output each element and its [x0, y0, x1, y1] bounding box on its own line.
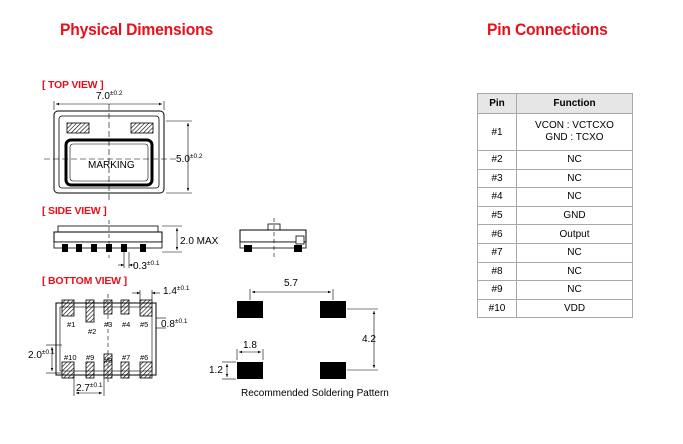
pin-label-2: #2 — [88, 327, 97, 336]
pin-cell: #8 — [477, 261, 517, 282]
pin-cell: #1 — [477, 113, 517, 151]
bottom-view-drawing — [46, 290, 166, 396]
side-pad-height-dimension: 0.3±0.1 — [133, 260, 160, 272]
marking-label: MARKING — [88, 160, 135, 171]
function-cell: NC — [516, 187, 633, 207]
pin-label-1: #1 — [67, 320, 76, 329]
bottom-pad-span-dimension: 2.7±0.1 — [76, 382, 103, 394]
soldering-pattern-drawing — [222, 289, 378, 380]
pin-label-10: #10 — [64, 353, 77, 362]
pin-table: Pin Function #1 VCON : VCTCXO GND : TCXO… — [477, 93, 633, 319]
pin-label-9: #9 — [86, 353, 95, 362]
function-cell: NC — [516, 242, 633, 263]
bottom-pad-width-dimension: 0.8±0.1 — [161, 318, 188, 330]
function-cell: GND — [516, 205, 633, 226]
physical-dimensions-heading: Physical Dimensions — [60, 20, 213, 39]
pin-label-4: #4 — [122, 320, 131, 329]
pin-cell: #4 — [477, 187, 517, 207]
solder-pad-height-dimension: 1.2 — [209, 365, 223, 376]
function-cell: NC — [516, 280, 633, 300]
function-cell: NC — [516, 168, 633, 189]
pin-cell: #2 — [477, 150, 517, 170]
side-max-height-dimension: 2.0 MAX — [180, 236, 219, 247]
pin-cell: #7 — [477, 242, 517, 263]
pin-cell: #10 — [477, 298, 517, 319]
pin-label-3: #3 — [104, 320, 113, 329]
function-cell: NC — [516, 150, 633, 170]
function-cell: VDD — [516, 298, 633, 319]
function-line-a: VCON : VCTCXO — [535, 120, 614, 131]
pin-cell: #5 — [477, 205, 517, 226]
top-height-dimension: 5.0±0.2 — [176, 153, 203, 165]
bottom-view-label: [ BOTTOM VIEW ] — [42, 275, 127, 287]
side-view-drawing — [53, 220, 182, 268]
top-view-drawing — [44, 101, 192, 200]
side-view-label: [ SIDE VIEW ] — [42, 205, 107, 217]
pin-label-8: #8 — [104, 356, 113, 365]
solder-width-dimension: 5.7 — [284, 278, 298, 289]
bottom-pad-pitch-dimension: 1.4±0.1 — [163, 285, 190, 297]
function-line-b: GND : TCXO — [545, 132, 604, 143]
pin-label-6: #6 — [140, 353, 149, 362]
function-cell: NC — [516, 261, 633, 282]
function-header: Function — [516, 93, 633, 114]
bottom-pad-length-dimension: 2.0±0.1 — [28, 349, 55, 361]
soldering-caption: Recommended Soldering Pattern — [241, 388, 389, 399]
pin-table-header-row: Pin Function — [477, 93, 633, 114]
pin-label-7: #7 — [122, 353, 131, 362]
top-width-dimension: 7.0±0.2 — [96, 90, 123, 102]
end-view-drawing — [239, 218, 307, 258]
solder-height-dimension: 4.2 — [362, 334, 376, 345]
pin-cell: #6 — [477, 224, 517, 244]
pin-header: Pin — [477, 93, 517, 114]
pin-cell: #3 — [477, 168, 517, 189]
function-cell: VCON : VCTCXO GND : TCXO — [516, 113, 633, 151]
pin-cell: #9 — [477, 280, 517, 300]
top-view-label: [ TOP VIEW ] — [42, 79, 104, 91]
table-row: #1 VCON : VCTCXO GND : TCXO — [477, 113, 633, 151]
solder-pad-width-dimension: 1.8 — [243, 340, 257, 351]
pin-connections-heading: Pin Connections — [487, 20, 608, 39]
pin-label-5: #5 — [140, 320, 149, 329]
function-cell: Output — [516, 224, 633, 244]
